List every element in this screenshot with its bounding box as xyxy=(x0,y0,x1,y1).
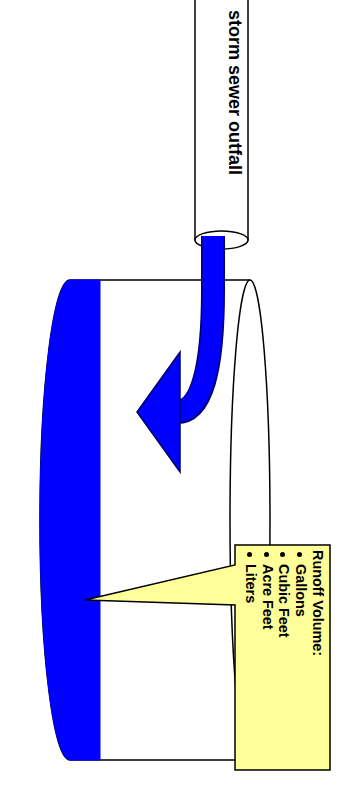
pipe-label: storm sewer outfall xyxy=(225,0,247,235)
water xyxy=(40,280,100,760)
bullet-dot xyxy=(297,552,302,557)
unit-item: Cubic Feet xyxy=(276,550,293,766)
bullet-dot xyxy=(280,552,285,557)
callout-heading: Runoff Volume: xyxy=(309,550,326,766)
pipe-label-text: storm sewer outfall xyxy=(225,0,245,235)
callout-shape xyxy=(85,545,330,770)
flow-arrow-head xyxy=(137,352,180,472)
unit-item: Gallons xyxy=(292,550,309,766)
unit-item: Liters xyxy=(242,550,259,766)
pipe xyxy=(195,0,248,240)
bullet-dot xyxy=(247,552,252,557)
flow-arrow-edge xyxy=(177,236,213,412)
unit-item: Acre Feet xyxy=(259,550,276,766)
flow-arrow-shaft xyxy=(176,236,213,412)
bullet-dot xyxy=(264,552,269,557)
callout-box: Runoff Volume:GallonsCubic FeetAcre Feet… xyxy=(242,550,328,766)
